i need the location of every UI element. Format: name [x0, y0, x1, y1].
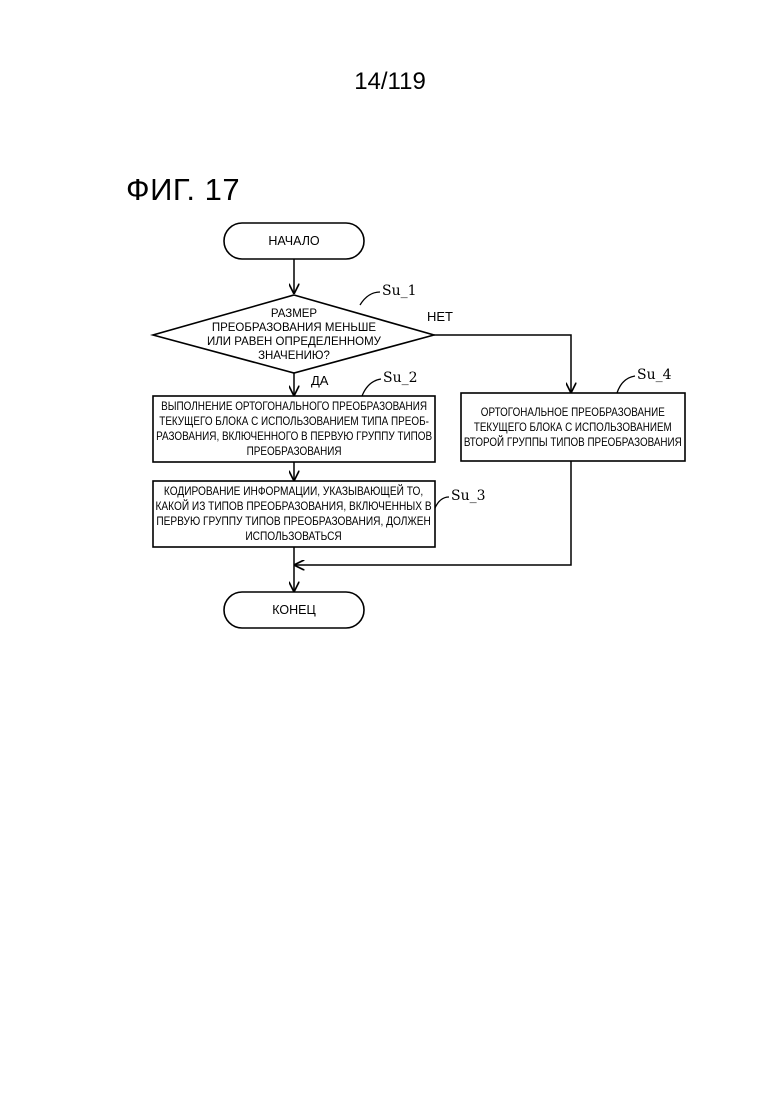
branch-yes-label: ДА	[311, 373, 328, 388]
step3-line-2: КАКОЙ ИЗ ТИПОВ ПРЕОБРАЗОВАНИЯ, ВКЛЮЧЕННЫ…	[156, 499, 432, 514]
start-label: НАЧАЛО	[224, 223, 364, 259]
decision-line-3: ИЛИ РАВЕН ОПРЕДЕЛЕННОМУ	[207, 334, 381, 348]
text-fit-wrapper: КОНЕЦ	[272, 603, 315, 618]
text-fit-wrapper: КОДИРОВАНИЕ ИНФОРМАЦИИ, УКАЗЫВАЮЩЕЙ ТО, …	[156, 484, 432, 544]
step4-label: ОРТОГОНАЛЬНОЕ ПРЕОБРАЗОВАНИЕ ТЕКУЩЕГО БЛ…	[461, 393, 685, 461]
step3-line-1: КОДИРОВАНИЕ ИНФОРМАЦИИ, УКАЗЫВАЮЩЕЙ ТО,	[156, 484, 432, 499]
step2-label: ВЫПОЛНЕНИЕ ОРТОГОНАЛЬНОГО ПРЕОБРАЗОВАНИЯ…	[153, 396, 435, 462]
ref-su1: Su_1	[382, 283, 417, 299]
step2-line-2: ТЕКУЩЕГО БЛОКА С ИСПОЛЬЗОВАНИЕМ ТИПА ПРЕ…	[156, 414, 432, 429]
step4-line-3: ВТОРОЙ ГРУППЫ ТИПОВ ПРЕОБРАЗОВАНИЯ	[464, 435, 682, 450]
ref-leader-su4	[617, 376, 635, 393]
ref-leader-su2	[362, 379, 381, 396]
step3-line-4: ИСПОЛЬЗОВАТЬСЯ	[156, 529, 432, 544]
arrow-decision-step4	[434, 335, 571, 393]
step3-label: КОДИРОВАНИЕ ИНФОРМАЦИИ, УКАЗЫВАЮЩЕЙ ТО, …	[153, 481, 435, 547]
step2-line-3: РАЗОВАНИЯ, ВКЛЮЧЕННОГО В ПЕРВУЮ ГРУППУ Т…	[156, 429, 432, 444]
step4-line-1: ОРТОГОНАЛЬНОЕ ПРЕОБРАЗОВАНИЕ	[464, 405, 682, 420]
decision-line-1: РАЗМЕР	[207, 306, 381, 320]
step2-line-1: ВЫПОЛНЕНИЕ ОРТОГОНАЛЬНОГО ПРЕОБРАЗОВАНИЯ	[156, 399, 432, 414]
ref-su3: Su_3	[451, 488, 486, 504]
ref-su2: Su_2	[383, 370, 418, 386]
decision-line-2: ПРЕОБРАЗОВАНИЯ МЕНЬШЕ	[207, 320, 381, 334]
ref-leader-su3	[435, 497, 449, 508]
decision-label: РАЗМЕР ПРЕОБРАЗОВАНИЯ МЕНЬШЕ ИЛИ РАВЕН О…	[204, 298, 384, 370]
text-fit-wrapper: ВЫПОЛНЕНИЕ ОРТОГОНАЛЬНОГО ПРЕОБРАЗОВАНИЯ…	[156, 399, 432, 459]
step3-line-3: ПЕРВУЮ ГРУППУ ТИПОВ ПРЕОБРАЗОВАНИЯ, ДОЛЖ…	[156, 514, 432, 529]
end-label: КОНЕЦ	[224, 592, 364, 628]
text-fit-wrapper: ОРТОГОНАЛЬНОЕ ПРЕОБРАЗОВАНИЕ ТЕКУЩЕГО БЛ…	[464, 405, 682, 450]
step4-line-2: ТЕКУЩЕГО БЛОКА С ИСПОЛЬЗОВАНИЕМ	[464, 420, 682, 435]
step2-line-4: ПРЕОБРАЗОВАНИЯ	[156, 444, 432, 459]
text-fit-wrapper: НАЧАЛО	[268, 234, 319, 249]
decision-line-4: ЗНАЧЕНИЮ?	[207, 348, 381, 362]
branch-no-label: НЕТ	[427, 309, 453, 324]
text-fit-wrapper: РАЗМЕР ПРЕОБРАЗОВАНИЯ МЕНЬШЕ ИЛИ РАВЕН О…	[207, 306, 381, 362]
ref-su4: Su_4	[637, 367, 672, 383]
